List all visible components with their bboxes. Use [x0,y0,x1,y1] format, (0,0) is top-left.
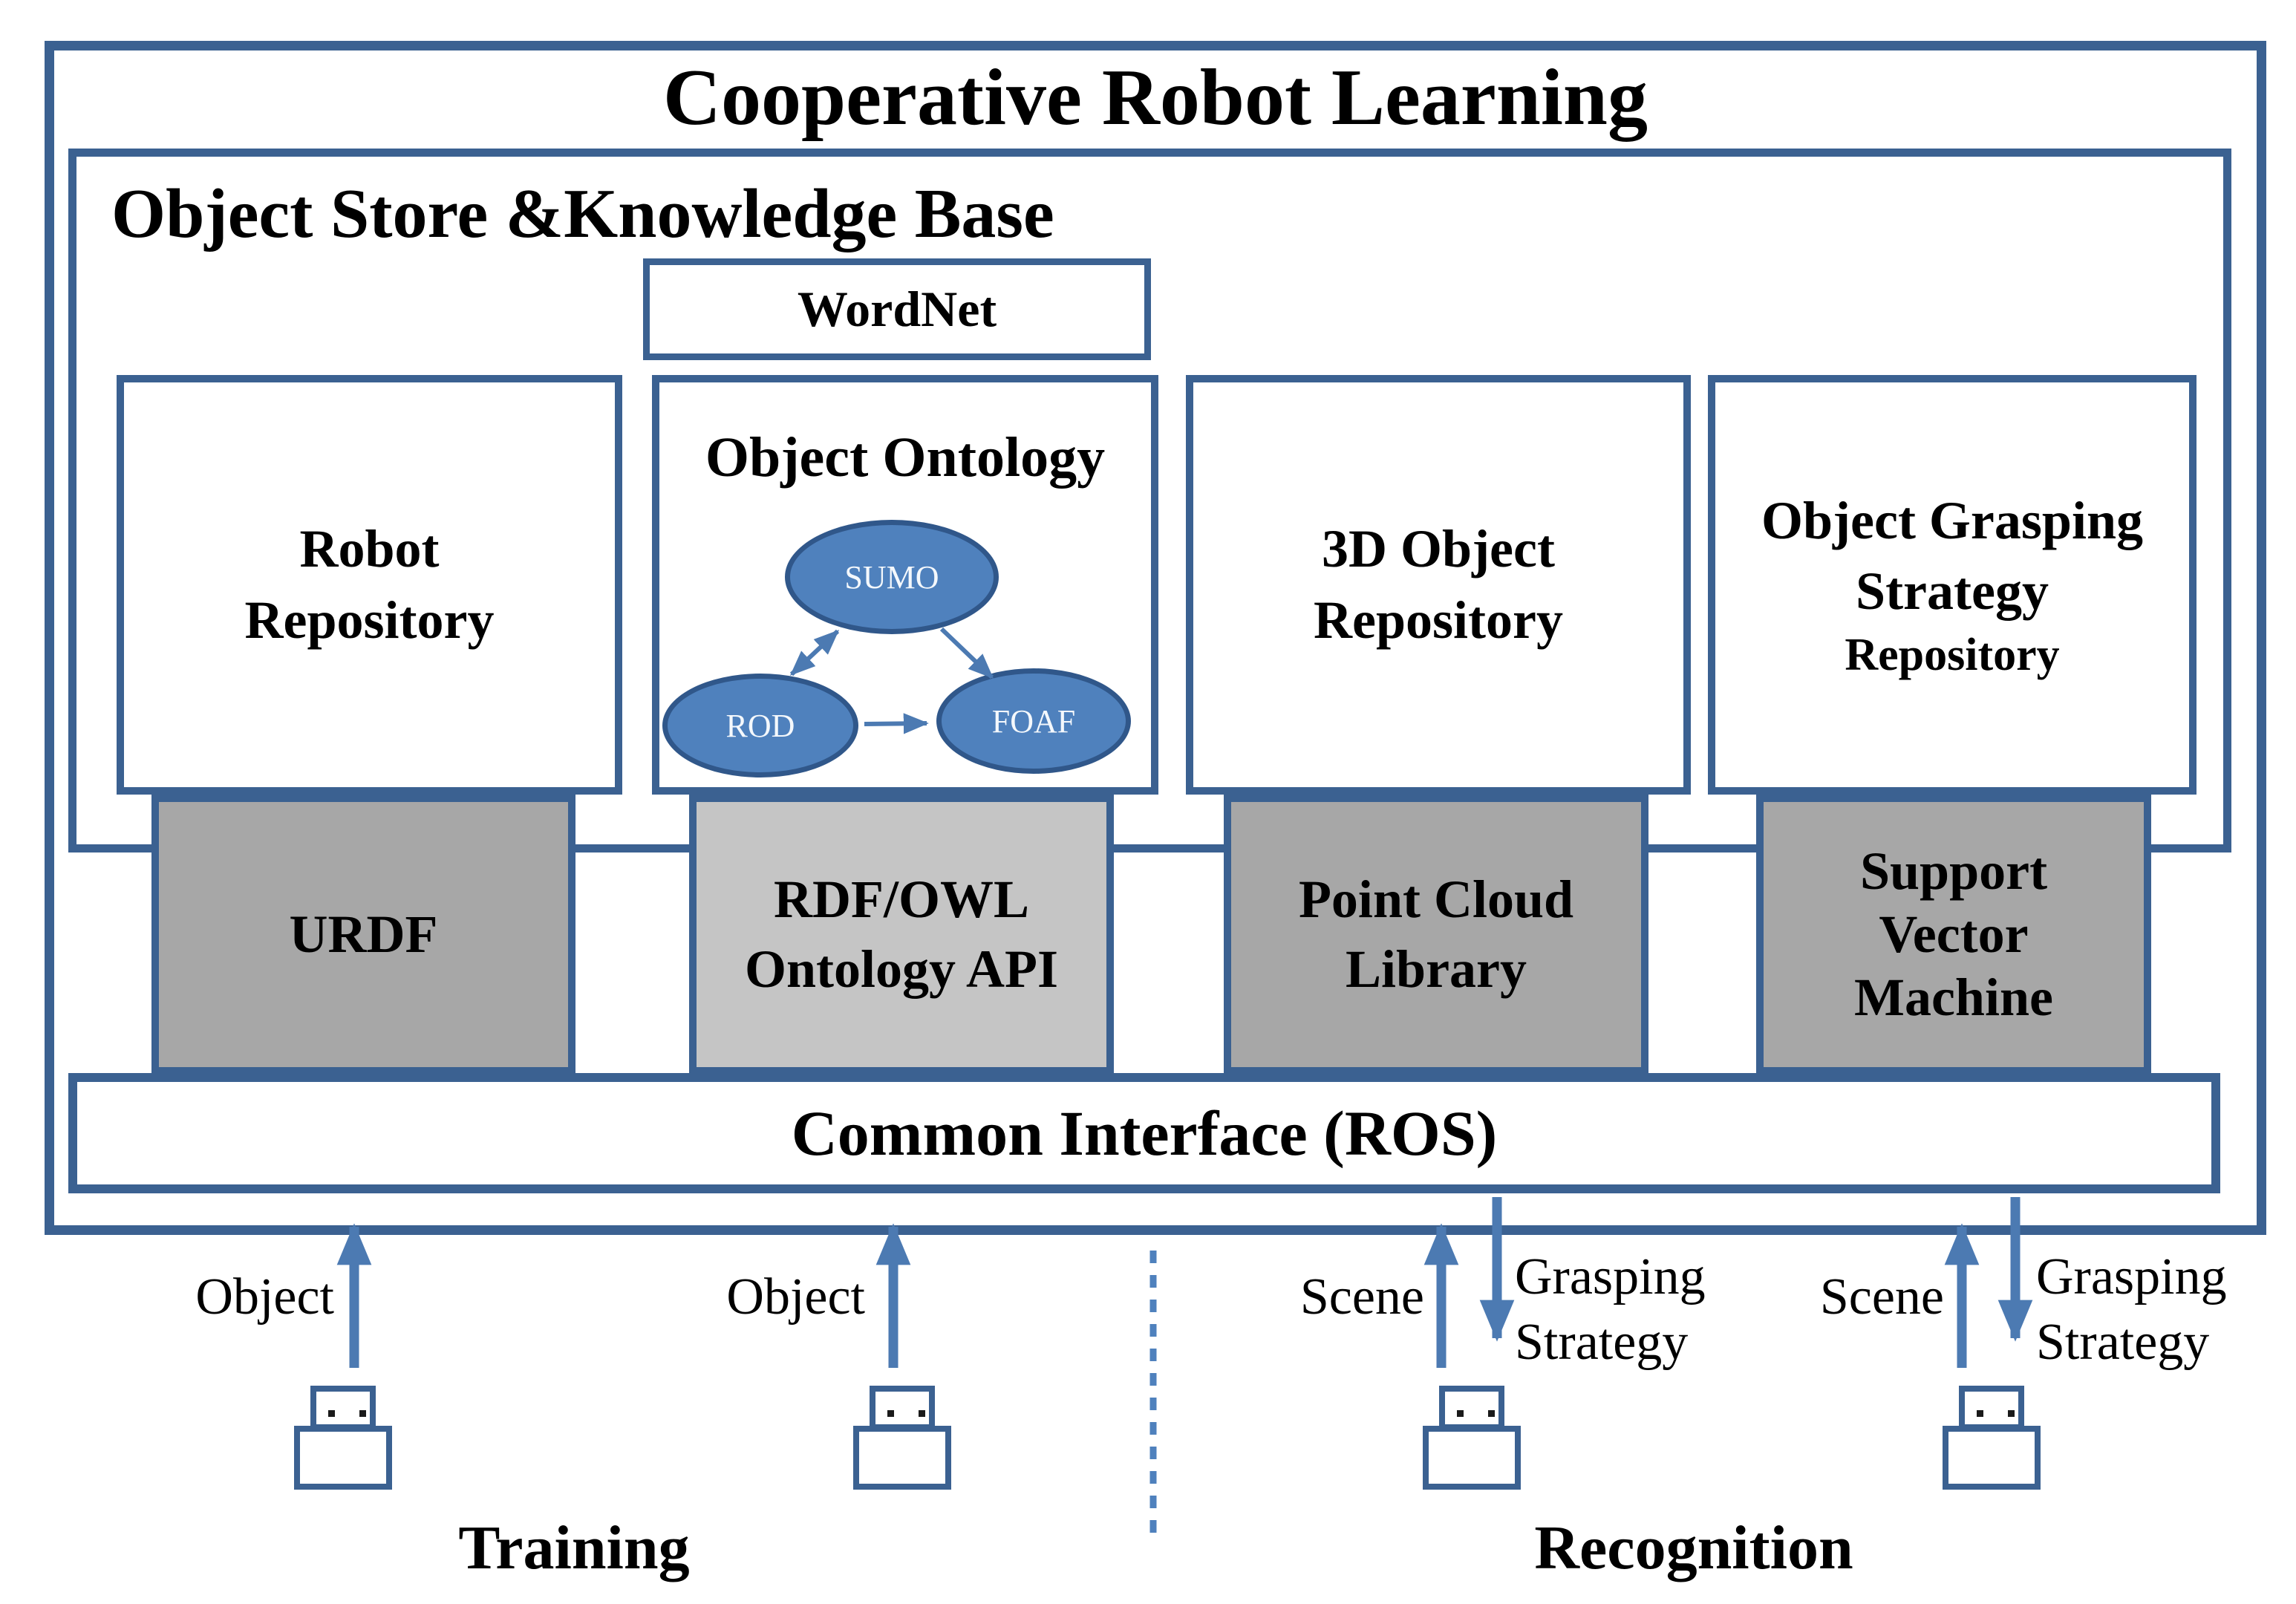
robot-body [294,1426,392,1490]
robot-eye-icon [1488,1410,1495,1417]
3d-object-repository-label-line1: 3D Object [1322,519,1555,579]
robot-icon [853,1386,951,1490]
robot-body [1423,1426,1521,1490]
robot-body [853,1426,951,1490]
page-title: Cooperative Robot Learning [663,53,1648,142]
recognition-grasping-strategy-label-1: Grasping Strategy [1515,1245,1827,1375]
support-vector-machine-box: Support Vector Machine [1756,795,2151,1075]
rod-node: ROD [662,674,858,777]
urdf-box: URDF [151,795,575,1075]
grasping-strategy-1-line2: Strategy [1515,1314,1689,1372]
robot-eye-icon [2008,1410,2015,1417]
training-object-label-1: Object [195,1268,334,1326]
robot-icon [294,1386,392,1490]
robot-eye-icon [359,1410,366,1417]
sumo-label: SUMO [844,558,939,596]
3d-object-repository-label-line2: Repository [1314,590,1563,650]
robot-icon [1943,1386,2041,1490]
pcl-label-line2: Library [1346,939,1527,999]
svm-label-line2: Vector [1879,904,2029,965]
robot-repository-label-line2: Repository [244,590,495,650]
pcl-label-line1: Point Cloud [1298,869,1574,929]
urdf-label: URDF [289,904,438,964]
grasping-repository-label-line1: Object Grasping [1761,490,2143,550]
rod-label: ROD [725,707,795,744]
robot-eye-icon [328,1410,335,1417]
grasping-repository-label-line2: Strategy [1856,561,2049,621]
common-interface-label: Common Interface (ROS) [791,1098,1498,1169]
robot-eye-icon [919,1410,925,1417]
wordnet-label: WordNet [797,281,997,337]
recognition-scene-label-2: Scene [1819,1268,1944,1326]
grasping-repository-label-line3: Repository [1845,629,2060,680]
foaf-node: FOAF [936,668,1131,774]
rdf-owl-ontology-api-box: RDF/OWL Ontology API [689,795,1114,1075]
foaf-label: FOAF [991,702,1076,740]
recognition-phase-label: Recognition [1534,1513,1853,1582]
training-phase-label: Training [458,1513,690,1582]
robot-head [1439,1386,1504,1430]
sumo-node: SUMO [785,520,999,634]
robot-body [1943,1426,2041,1490]
robot-repository-label-line1: Robot [299,519,440,579]
rdf-owl-label-line2: Ontology API [744,939,1059,999]
3d-object-repository-box: 3D Object Repository [1186,375,1691,795]
object-store-knowledge-base-title: Object Store &Knowledge Base [111,175,1054,252]
object-grasping-strategy-repository-box: Object Grasping Strategy Repository [1708,375,2196,795]
robot-eye-icon [887,1410,894,1417]
robot-eye-icon [1457,1410,1464,1417]
grasping-strategy-1-line1: Grasping [1515,1248,1706,1305]
rdf-owl-label-line1: RDF/OWL [773,869,1029,929]
svm-label-line1: Support [1859,841,2048,902]
object-ontology-title: Object Ontology [705,426,1106,489]
wordnet-box: WordNet [643,258,1151,360]
svm-label-line3: Machine [1854,967,2053,1027]
robot-eye-icon [1977,1410,1983,1417]
robot-head [870,1386,935,1430]
robot-icon [1423,1386,1521,1490]
robot-head [1959,1386,2024,1430]
grasping-strategy-2-line2: Strategy [2036,1314,2210,1372]
common-interface-ros-box: Common Interface (ROS) [68,1073,2220,1193]
recognition-scene-label-1: Scene [1299,1268,1424,1326]
point-cloud-library-box: Point Cloud Library [1224,795,1648,1075]
training-object-label-2: Object [726,1268,865,1326]
robot-head [310,1386,376,1430]
robot-repository-box: Robot Repository [117,375,622,795]
recognition-grasping-strategy-label-2: Grasping Strategy [2036,1245,2296,1375]
grasping-strategy-2-line1: Grasping [2036,1248,2227,1305]
